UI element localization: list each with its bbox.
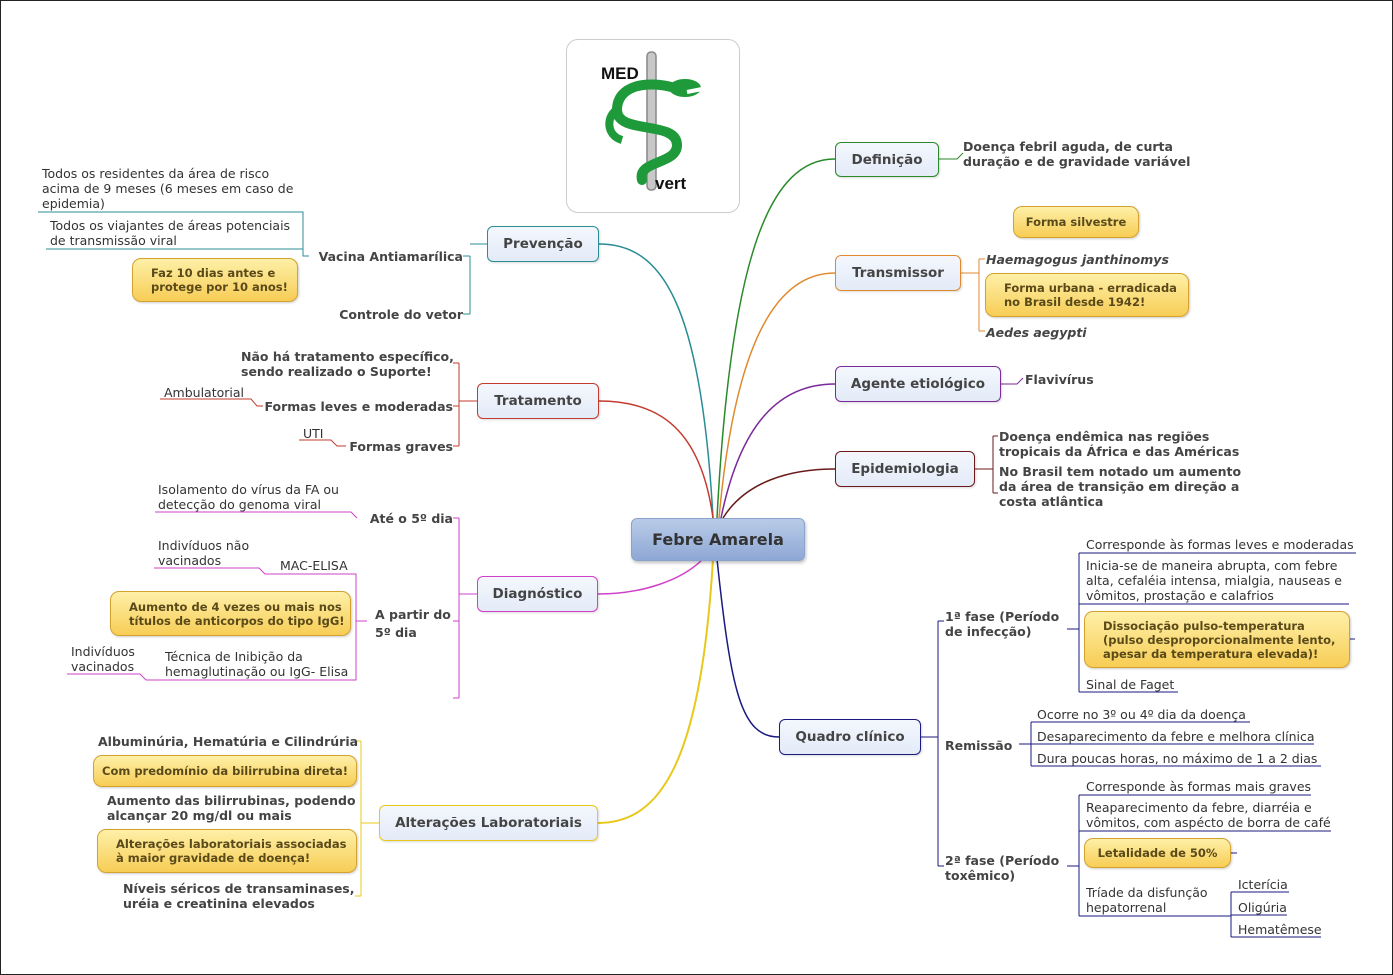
branch-diagnostico (597, 558, 704, 595)
svg-text:vert: vert (655, 174, 687, 193)
topic-agente[interactable]: Agente etiológico (835, 366, 1001, 402)
ate5-text[interactable]: Até o 5º dia (369, 511, 453, 526)
topic-quadro[interactable]: Quadro clínico (779, 719, 921, 755)
graves-text[interactable]: Formas graves (349, 439, 453, 454)
albuminuria-text: Albuminúria, Hematúria e Cilindrúria (98, 734, 359, 749)
topic-definicao[interactable]: Definição (835, 142, 939, 177)
haemagogus-text: Haemagogus janthinomys (986, 252, 1169, 267)
leves-text[interactable]: Formas leves e moderadas (264, 399, 453, 414)
topic-alteracoes[interactable]: Alterações Laboratoriais (379, 805, 598, 841)
svg-text:MED: MED (601, 64, 639, 83)
medvert-logo: MED vert (566, 39, 740, 213)
remissao-item: Ocorre no 3º ou 4º dia da doença (1037, 707, 1246, 722)
branch-agente (720, 383, 836, 519)
callout-silvestre: Forma silvestre (1013, 206, 1139, 238)
fase2-corresponde: Corresponde às formas mais graves (1086, 779, 1312, 794)
uti-text: UTI (303, 426, 324, 441)
remissao-item: Desaparecimento da febre e melhora clíni… (1037, 729, 1315, 744)
remissao-label[interactable]: Remissão (945, 738, 1013, 753)
branch-epidemiologia (722, 468, 836, 519)
vacina-text[interactable]: Vacina Antiamarílica (318, 249, 463, 264)
topic-transmissor[interactable]: Transmissor (835, 255, 961, 291)
suporte-text: Não há tratamento específico,sendo reali… (241, 349, 454, 379)
controle-text[interactable]: Controle do vetor (339, 307, 463, 322)
callout-dissociacao: Dissociação pulso-temperatura(pulso desp… (1084, 611, 1350, 668)
branch-quadro (716, 558, 780, 738)
central-topic[interactable]: Febre Amarela (631, 518, 805, 561)
ambulatorial-text: Ambulatorial (164, 385, 245, 400)
topic-epidemiologia[interactable]: Epidemiologia (835, 451, 975, 487)
branch-transmissor (718, 272, 836, 519)
triade-item: Oligúria (1238, 900, 1287, 915)
branch-tratamento (598, 400, 714, 519)
triade-item: Hematêmese (1238, 922, 1322, 937)
faget-text: Sinal de Faget (1086, 677, 1175, 692)
niveis-text: Níveis séricos de transaminases,uréia e … (123, 881, 355, 911)
callout-letalidade: Letalidade de 50% (1084, 838, 1231, 868)
branch-prevencao (598, 243, 714, 519)
mac-elisa-text: MAC-ELISA (280, 558, 348, 573)
topic-diagnostico[interactable]: Diagnóstico (477, 576, 598, 612)
fase1-corresponde: Corresponde às formas leves e moderadas (1086, 537, 1354, 552)
remissao-item: Dura poucas horas, no máximo de 1 a 2 di… (1037, 751, 1318, 766)
topic-tratamento[interactable]: Tratamento (477, 383, 599, 419)
topic-prevencao[interactable]: Prevenção (487, 226, 599, 262)
branch-alteracoes (597, 558, 714, 824)
flavivirus-text: Flavivírus (1025, 372, 1094, 387)
triade-item: Icterícia (1238, 877, 1288, 892)
branch-definicao (716, 158, 836, 519)
callout-bilirrubina: Com predomínio da bilirrubina direta! (93, 755, 357, 787)
aedes-text: Aedes aegypti (986, 325, 1087, 340)
